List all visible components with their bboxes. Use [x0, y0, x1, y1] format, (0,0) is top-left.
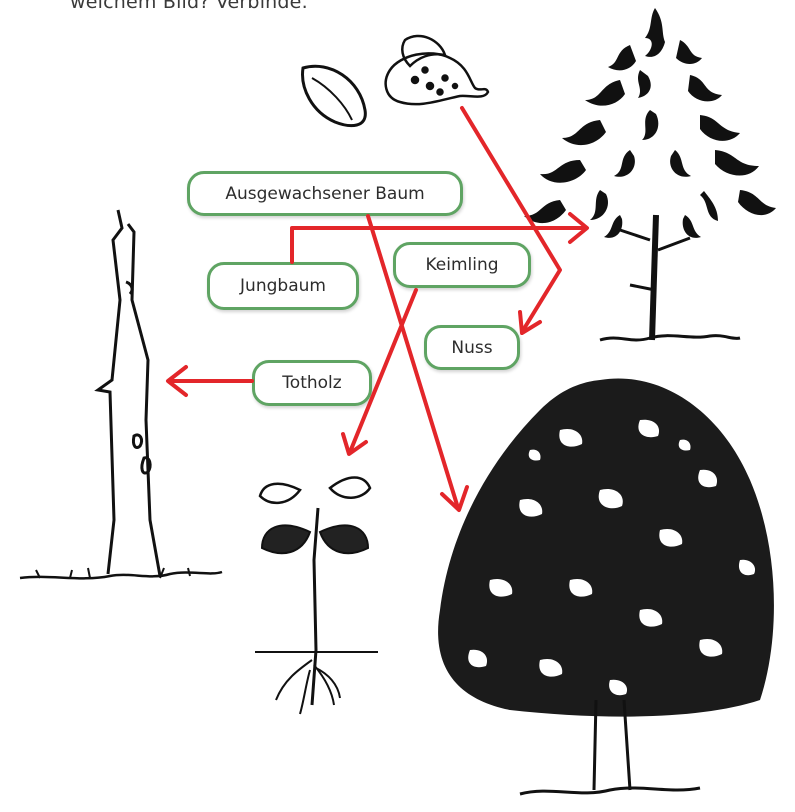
arrow-seedling: [341, 288, 418, 456]
label-deadwood-text: Totholz: [282, 373, 342, 393]
arrow-adult-tree: [366, 214, 469, 512]
label-deadwood[interactable]: Totholz: [252, 360, 372, 406]
label-adult-tree-text: Ausgewachsener Baum: [225, 183, 425, 204]
seedling-drawing: [255, 476, 378, 715]
label-adult-tree[interactable]: Ausgewachsener Baum: [187, 171, 463, 216]
label-seedling[interactable]: Keimling: [393, 242, 531, 288]
beech-nut-cupule-drawing: [384, 34, 490, 106]
arrow-nut: [460, 106, 562, 335]
young-tree-drawing: [524, 8, 776, 342]
label-young-tree[interactable]: Jungbaum: [207, 262, 359, 310]
deadwood-drawing: [19, 209, 223, 580]
label-seedling-text: Keimling: [425, 255, 499, 275]
arrow-deadwood: [166, 365, 254, 397]
beech-nut-husk-drawing: [301, 64, 367, 128]
label-nut[interactable]: Nuss: [424, 325, 520, 370]
adult-tree-drawing: [438, 378, 774, 796]
label-young-tree-text: Jungbaum: [240, 276, 326, 296]
label-nut-text: Nuss: [451, 337, 493, 358]
arrow-young-tree: [290, 212, 589, 264]
instruction-text: welchem Bild? Verbinde.: [70, 0, 308, 13]
